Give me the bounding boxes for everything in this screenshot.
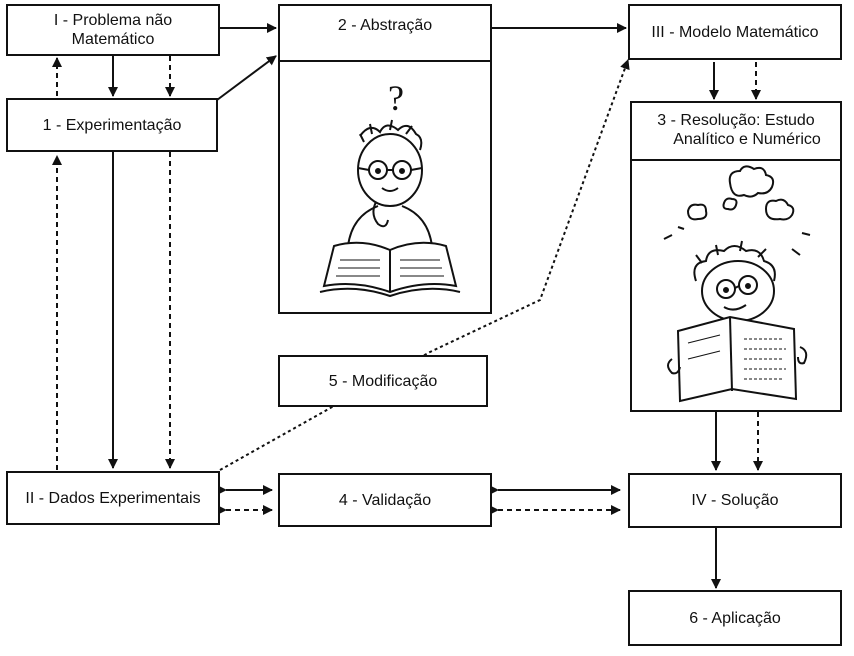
- solucao-label: IV - Solução: [691, 492, 779, 509]
- resolucao-line1: 3 - Resolução: Estudo: [657, 112, 815, 129]
- thinking-reader-illustration: ?: [319, 78, 461, 298]
- box-problema-nao-matematico: I - Problema não Matemático: [6, 4, 220, 56]
- box-validacao: 4 - Validação: [278, 473, 492, 527]
- box-experimentacao: 1 - Experimentação: [6, 98, 218, 152]
- abstracao-divider: [280, 60, 490, 62]
- resolucao-line2: Analítico e Numérico: [673, 131, 821, 148]
- arrow-experimentacao-abstracao: [216, 55, 277, 101]
- resolucao-divider: [632, 159, 840, 161]
- modelo-label: III - Modelo Matemático: [651, 23, 819, 41]
- studying-reader-illustration: [663, 165, 811, 403]
- problema-line2: Matemático: [71, 31, 155, 48]
- box-solucao: IV - Solução: [628, 473, 842, 528]
- box-abstracao: 2 - Abstração ?: [278, 4, 492, 314]
- dados-label: II - Dados Experimentais: [25, 489, 201, 507]
- validacao-label: 4 - Validação: [338, 491, 432, 509]
- question-mark-icon: ?: [388, 78, 404, 118]
- resolucao-title: 3 - Resolução: Estudo Analítico e Numéri…: [632, 111, 840, 149]
- modificacao-label: 5 - Modificação: [328, 372, 438, 390]
- box-modificacao: 5 - Modificação: [278, 355, 488, 407]
- experimentacao-label: 1 - Experimentação: [42, 116, 182, 134]
- problema-line1: I - Problema não: [53, 12, 173, 29]
- box-modelo-matematico: III - Modelo Matemático: [628, 4, 842, 60]
- arrow-dados-modelo-dotted: [219, 59, 630, 471]
- box-dados-experimentais: II - Dados Experimentais: [6, 471, 220, 525]
- box-resolucao: 3 - Resolução: Estudo Analítico e Numéri…: [630, 101, 842, 412]
- abstracao-label: 2 - Abstração: [337, 17, 433, 34]
- box-aplicacao: 6 - Aplicação: [628, 590, 842, 646]
- aplicacao-label: 6 - Aplicação: [689, 609, 781, 627]
